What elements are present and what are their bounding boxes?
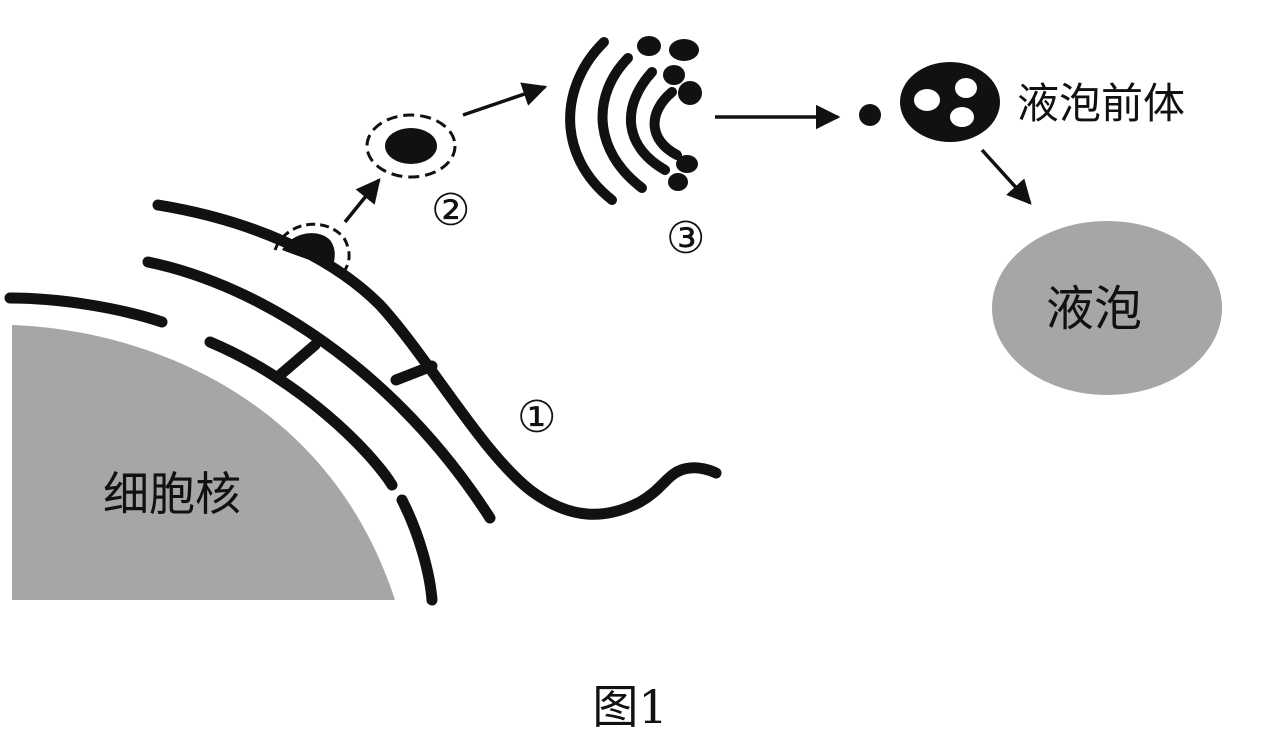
small-vesicle xyxy=(859,104,881,126)
er-bud-vesicle xyxy=(282,233,335,268)
transport-vesicle xyxy=(385,128,437,164)
marker-golgi: ③ xyxy=(666,213,705,264)
vacuole-precursor-label: 液泡前体 xyxy=(1017,79,1185,128)
er-bud-coat xyxy=(273,222,351,275)
nucleus-label: 细胞核 xyxy=(103,467,241,521)
golgi-apparatus xyxy=(565,37,682,205)
figure-caption: 图1 xyxy=(592,680,667,734)
arrow-er-to-vesicle xyxy=(343,178,381,224)
arrows xyxy=(343,82,1032,224)
marker-vesicle: ② xyxy=(431,185,470,236)
vacuole-label: 液泡 xyxy=(1046,281,1142,337)
arrow-precursor-to-vacuole xyxy=(980,148,1032,205)
golgi-vesicles xyxy=(637,36,702,191)
marker-er: ① xyxy=(517,392,556,443)
vacuole-precursor-inclusions xyxy=(914,78,977,127)
arrow-vesicle-to-golgi xyxy=(462,82,548,117)
vacuole-shape xyxy=(992,221,1222,395)
vacuole-precursor-shape xyxy=(900,62,1000,142)
nuclear-envelope xyxy=(4,292,438,606)
nucleus-shape xyxy=(12,325,395,600)
transport-vesicle-coat xyxy=(365,113,457,179)
